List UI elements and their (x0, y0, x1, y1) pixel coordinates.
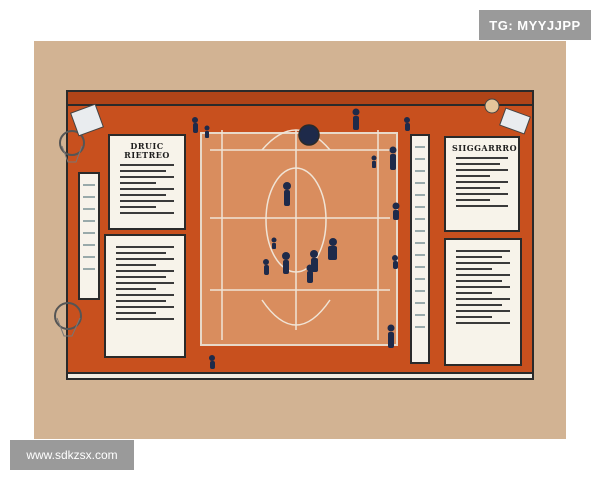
text-line (456, 262, 510, 264)
text-line (456, 322, 510, 324)
text-line (116, 306, 174, 308)
text-line (456, 181, 508, 183)
text-line (456, 310, 510, 312)
text-line (116, 252, 166, 254)
text-line (456, 316, 492, 318)
text-line (116, 318, 174, 320)
text-line (456, 169, 508, 171)
basketball-icon (484, 98, 531, 135)
player-figure (282, 252, 290, 274)
text-line (456, 268, 492, 270)
text-line (120, 170, 166, 172)
text-line (116, 288, 156, 290)
stats-card-title: SIIGGARRRO (452, 143, 518, 153)
text-line (456, 157, 508, 159)
player-figure (404, 117, 410, 131)
basketball-hoop-icon (298, 124, 320, 146)
players (192, 108, 410, 369)
watermark-tg-label: TG: MYYJJPP (479, 10, 591, 40)
text-line (120, 182, 156, 184)
text-line (456, 286, 510, 288)
player-figure (352, 108, 360, 130)
text-line (456, 187, 500, 189)
basket-net-icon (59, 103, 104, 163)
text-line (456, 193, 508, 195)
player-figure (283, 182, 291, 206)
text-line (120, 194, 166, 196)
player-figure (271, 237, 277, 249)
side-panel-right (410, 134, 430, 364)
text-line (116, 246, 174, 248)
text-line (116, 312, 156, 314)
text-line (120, 164, 174, 166)
player-figure (209, 355, 215, 369)
text-line (456, 256, 502, 258)
player-figure (204, 125, 210, 138)
text-line (456, 304, 502, 306)
stats-card-right-top: SIIGGARRRO (444, 136, 520, 232)
player-figure (263, 259, 269, 275)
text-line (116, 276, 166, 278)
arena-top-bar (68, 92, 532, 106)
stats-card-left-bottom (104, 234, 186, 358)
stats-card-left-top: DRUIC RIETREO (108, 134, 186, 230)
text-line (120, 212, 174, 214)
text-line (456, 163, 500, 165)
text-line (456, 205, 508, 207)
player-figure (389, 146, 397, 170)
watermark-site-label: www.sdkzsx.com (10, 440, 134, 470)
text-line (120, 206, 156, 208)
side-panel-left (78, 172, 100, 300)
court-lines (210, 129, 390, 340)
text-line (456, 199, 490, 201)
player-figure (371, 155, 377, 168)
text-line (116, 270, 174, 272)
text-line (456, 250, 510, 252)
text-line (456, 280, 502, 282)
text-line (120, 188, 174, 190)
player-figure (192, 117, 198, 133)
stats-card-right-bottom (444, 238, 522, 366)
text-line (456, 292, 492, 294)
text-line (456, 175, 490, 177)
player-figure (392, 255, 398, 269)
text-line (116, 264, 156, 266)
text-line (120, 176, 174, 178)
player-figure (387, 324, 395, 348)
text-line (116, 258, 174, 260)
text-line (116, 282, 174, 284)
text-line (116, 294, 174, 296)
arena-bottom-strip (66, 372, 534, 380)
text-line (456, 298, 510, 300)
player-figure (328, 238, 337, 260)
basket-net-icon (54, 302, 82, 337)
player-figure (306, 264, 314, 283)
text-line (456, 274, 510, 276)
stats-card-title: DRUIC RIETREO (124, 141, 170, 160)
text-line (120, 200, 174, 202)
player-figure (392, 202, 400, 220)
text-line (116, 300, 166, 302)
